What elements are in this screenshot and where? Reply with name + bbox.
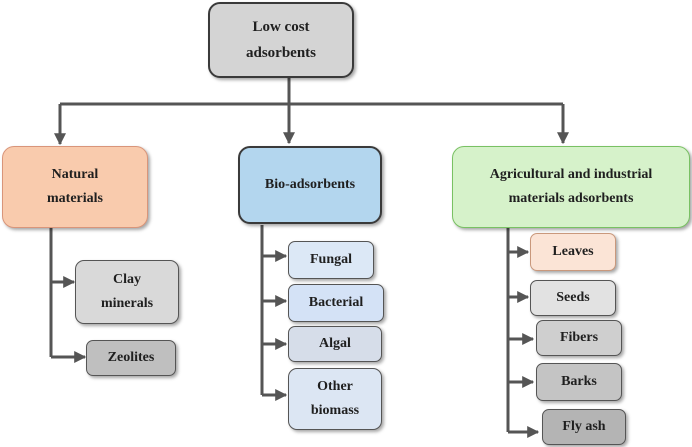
zeolites-label: Zeolites: [107, 349, 155, 365]
fungal-label: Fungal: [309, 251, 352, 267]
bio-adsorbents-node: Bio-adsorbents: [238, 146, 382, 224]
fly-ash-node: Fly ash: [542, 409, 626, 445]
clay-line1: Clay: [112, 271, 141, 287]
leaves-label: Leaves: [552, 243, 594, 259]
leaves-node: Leaves: [530, 233, 616, 271]
agri-line1: Agricultural and industrial: [489, 166, 653, 182]
zeolites-node: Zeolites: [86, 340, 176, 376]
algal-label: Algal: [319, 335, 351, 351]
barks-label: Barks: [561, 373, 597, 389]
root-line2: adsorbents: [245, 45, 316, 61]
root-line1: Low cost: [252, 18, 310, 35]
clay-minerals-node: Clay minerals: [75, 260, 179, 324]
barks-node: Barks: [536, 363, 622, 401]
agricultural-industrial-node: Agricultural and industrial materials ads…: [452, 146, 690, 228]
natural-line2: materials: [47, 191, 103, 206]
bacterial-label: Bacterial: [308, 294, 364, 310]
fungal-node: Fungal: [288, 241, 374, 279]
other-line1: Other: [317, 378, 353, 394]
fibers-node: Fibers: [536, 320, 622, 356]
other-line2: biomass: [310, 403, 360, 418]
seeds-label: Seeds: [556, 289, 590, 305]
natural-line1: Natural: [51, 166, 99, 182]
algal-node: Algal: [288, 326, 382, 362]
fibers-label: Fibers: [559, 329, 599, 345]
root-node: Low cost adsorbents: [208, 2, 354, 78]
agri-line2: materials adsorbents: [508, 191, 634, 206]
bacterial-node: Bacterial: [288, 284, 384, 322]
clay-line2: minerals: [100, 296, 154, 311]
seeds-node: Seeds: [530, 280, 616, 316]
bio-line1: Bio-adsorbents: [264, 176, 356, 192]
fly-ash-label: Fly ash: [562, 418, 606, 434]
other-biomass-node: Other biomass: [288, 368, 382, 430]
natural-materials-node: Natural materials: [2, 146, 148, 228]
